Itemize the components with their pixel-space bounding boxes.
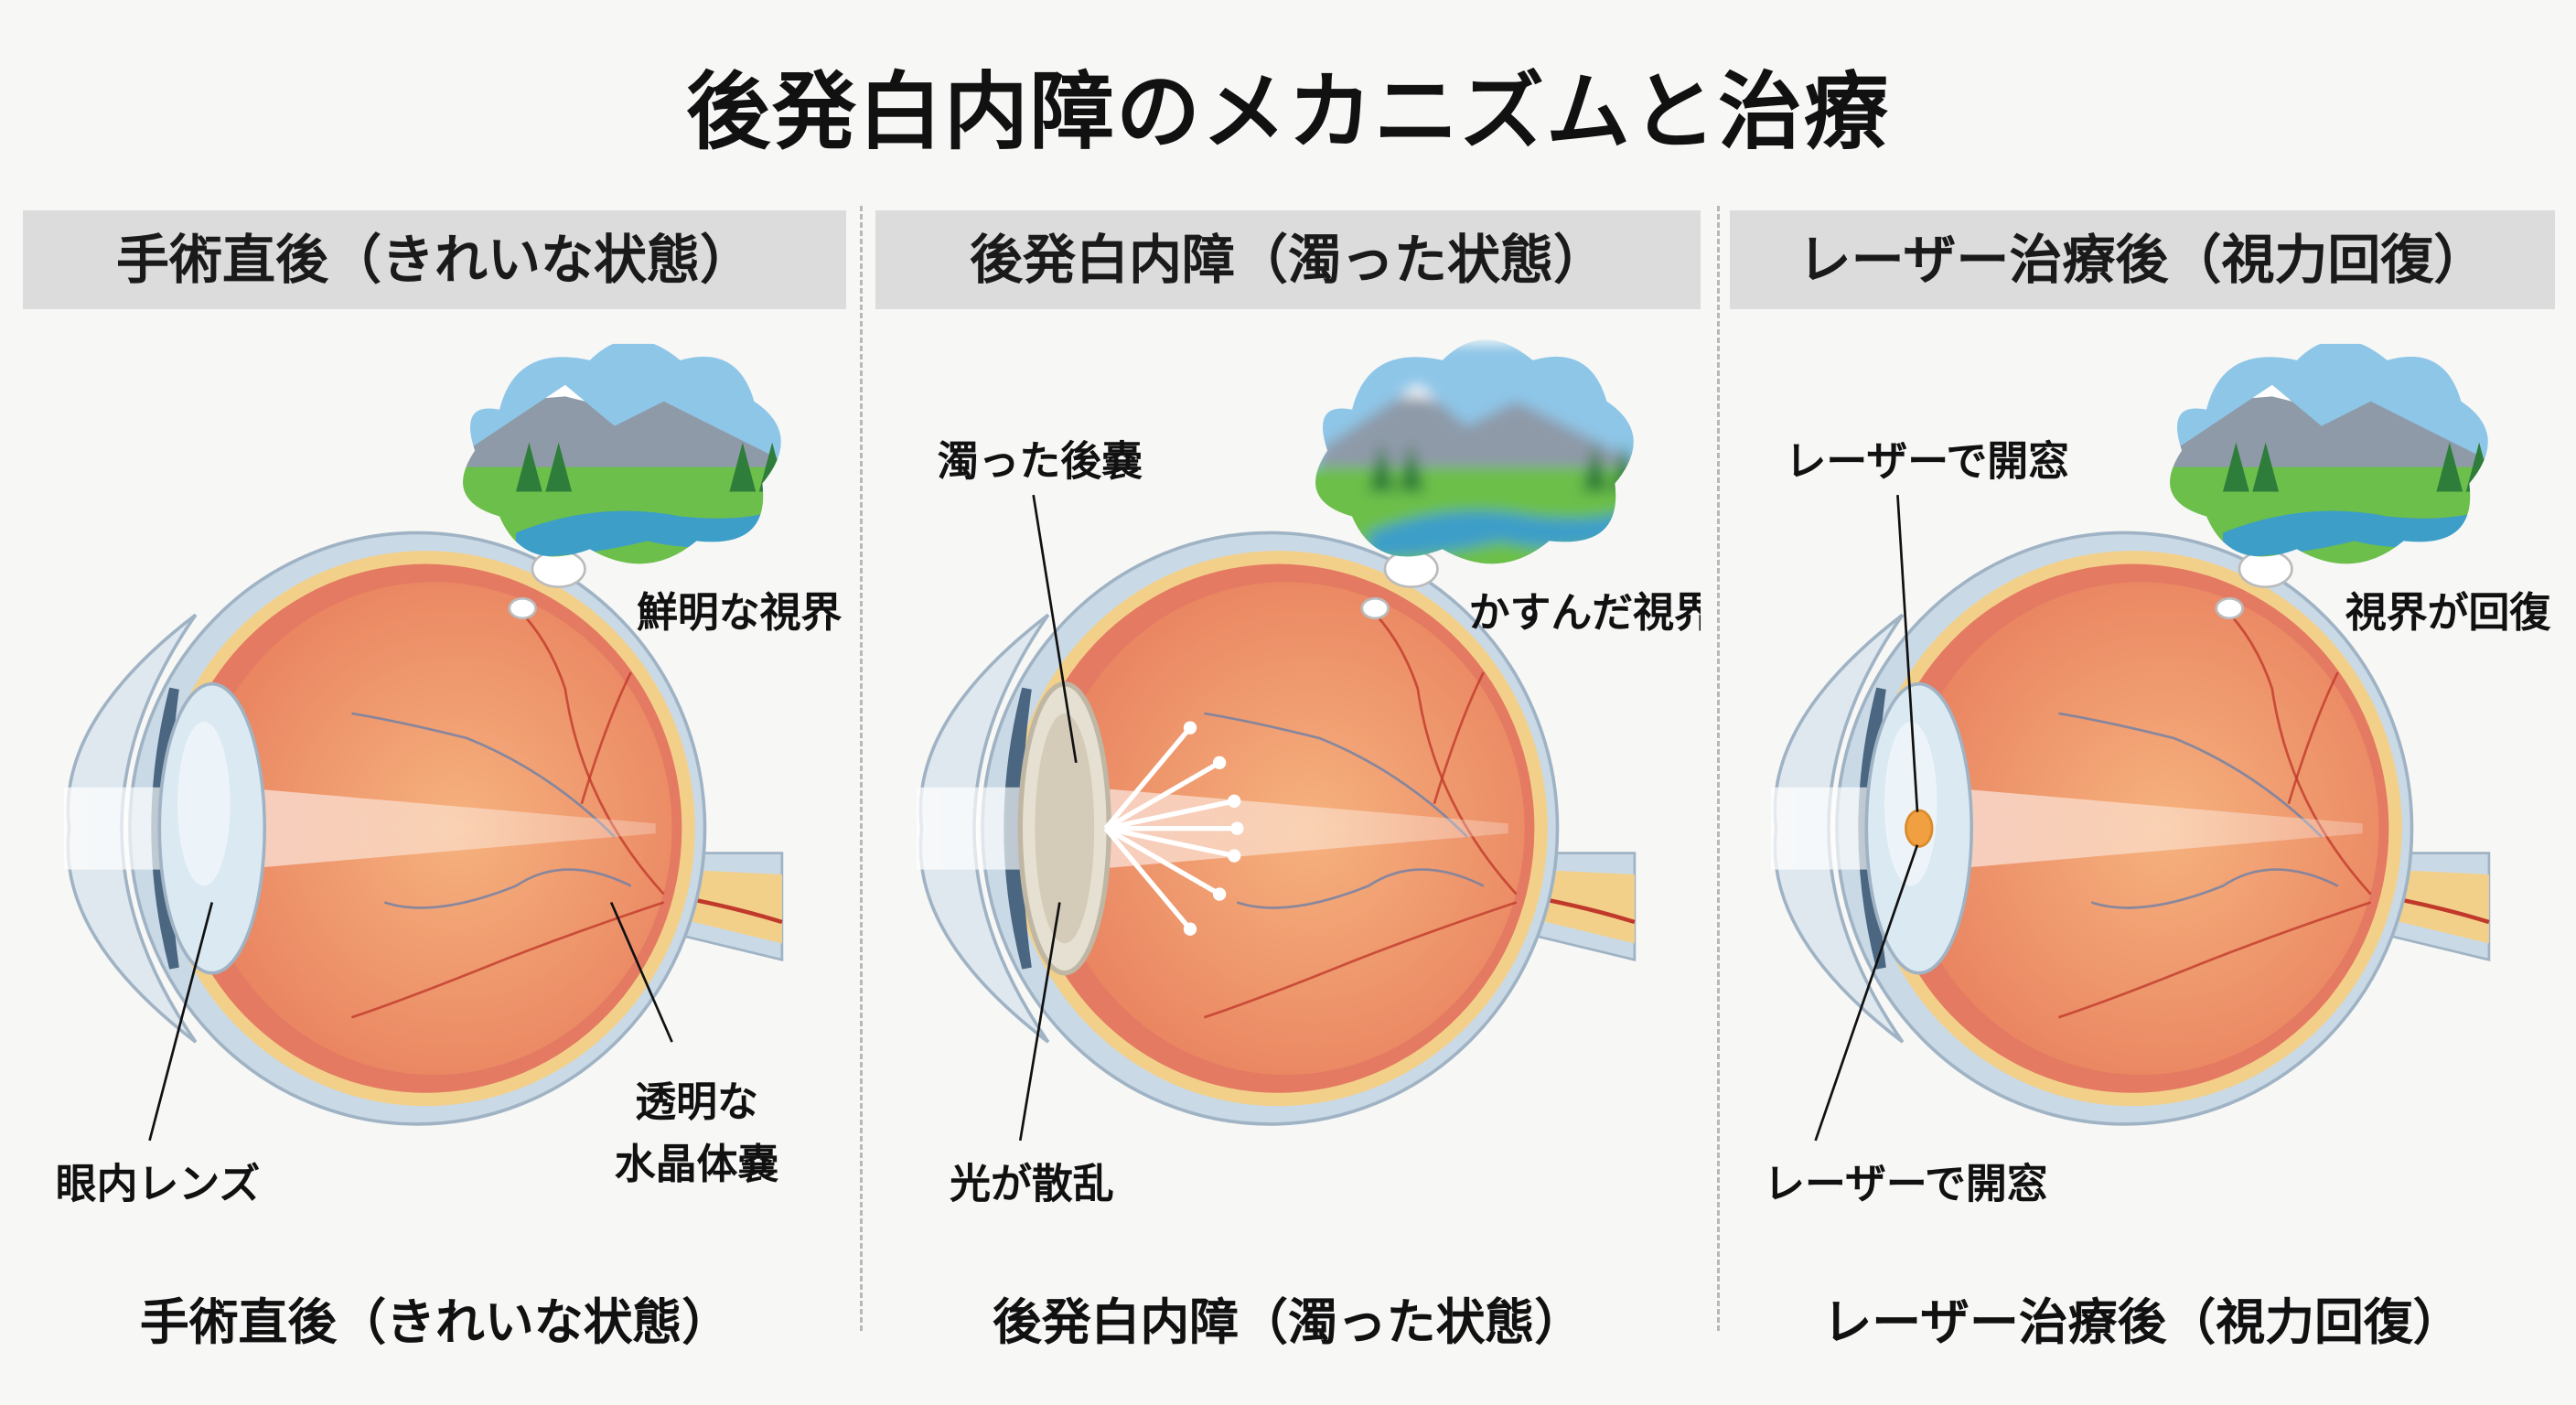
eye-diagram-laser: レーザーで開窓 視界が回復 レーザーで開窓 レーザー治療後（視力回復）: [1764, 343, 2551, 1351]
scatter-arrow-head: [1230, 821, 1244, 835]
cornea: [1773, 613, 1905, 1044]
blood-vessel: [1203, 901, 1518, 1019]
blood-vessel: [1368, 606, 1518, 896]
panel-laser: レーザーで開窓 視界が回復 レーザーで開窓 レーザー治療後（視力回復）: [1730, 311, 2555, 1405]
thought-bubble: [508, 596, 537, 620]
laser-opening-label-bottom: レーザーで開窓: [1764, 1160, 2048, 1208]
scatter-arrow: [1104, 760, 1221, 831]
blood-vessel: [1236, 868, 1485, 909]
scatter-arrow-head: [1183, 922, 1197, 936]
scatter-arrow: [1103, 826, 1193, 931]
iris: [1004, 687, 1032, 970]
scatter-arrow-head: [1228, 794, 1241, 808]
tree: [2436, 442, 2463, 492]
leader-line: [1032, 494, 1078, 764]
blood-vessel: [515, 606, 665, 896]
tree: [545, 442, 573, 492]
scene-content: [463, 343, 781, 564]
panel-header-laser: レーザー治療後（視力回復）: [1730, 210, 2555, 309]
panel-caption: 後発白内障（濁った状態）: [993, 1293, 1583, 1351]
leader-line: [609, 901, 673, 1043]
scatter-arrow: [1103, 725, 1193, 831]
thought-bubble: [1360, 596, 1390, 620]
tree: [1368, 442, 1395, 492]
blood-vessel: [1204, 712, 1468, 838]
cornea: [66, 613, 198, 1044]
blood-vessel: [2222, 606, 2372, 896]
lens-highlight: [177, 721, 231, 886]
iol-label: 眼内レンズ: [56, 1160, 260, 1208]
tree: [2222, 442, 2249, 492]
tree: [1582, 442, 1609, 492]
vision-label: 視界が回復: [2345, 588, 2551, 637]
panel-caption: レーザー治療後（視力回復）: [1822, 1293, 2462, 1351]
mountains: [467, 384, 779, 492]
vision-label: 鮮明な視界: [637, 588, 842, 637]
scatter-label: 光が散乱: [950, 1160, 1114, 1208]
scene-content: [1315, 343, 1634, 564]
scatter-arrow-head: [1212, 756, 1227, 770]
capsule-label-1: 透明な: [635, 1078, 758, 1126]
opacity-spots: [1035, 713, 1095, 944]
tree: [515, 442, 542, 492]
leader-line: [1018, 902, 1061, 1142]
panel-pco: 濁った後嚢 かすんだ視界 光が散乱 後発白内障（濁った状態）: [875, 311, 1701, 1405]
eye-diagram-clear: 鮮明な視界 眼内レンズ 透明な 水晶体嚢 手術直後（きれいな状態）: [56, 343, 843, 1351]
cloudy-capsule-label: 濁った後嚢: [938, 437, 1143, 486]
panel-header-pco: 後発白内障（濁った状態）: [875, 210, 1701, 309]
blood-vessel: [580, 671, 632, 805]
vision-scene: [463, 343, 781, 564]
blood-vessel: [351, 712, 616, 838]
leader-line: [148, 902, 214, 1142]
capsule-label-2: 水晶体嚢: [615, 1140, 779, 1188]
tree: [729, 442, 757, 492]
leader-line: [1896, 495, 1919, 812]
laser-opening-label-top: レーザーで開窓: [1785, 437, 2069, 486]
panel-header-post-surgery: 手術直後（きれいな状態）: [23, 210, 846, 309]
tree: [1398, 442, 1425, 492]
panel-divider: [1717, 206, 1720, 1331]
scatter-arrow-head: [1212, 887, 1227, 901]
vision-label: かすんだ視界: [1469, 588, 1701, 637]
blood-vessel: [2090, 868, 2339, 909]
page-title: 後発白内障のメカニズムと治療: [685, 63, 1890, 161]
blood-vessel: [350, 901, 665, 1019]
blood-vessel: [2287, 671, 2339, 805]
scatter-arrow-head: [1183, 721, 1197, 735]
scatter-arrow: [1105, 799, 1235, 831]
snow-cap: [1398, 384, 1438, 402]
blood-vessel: [383, 868, 632, 909]
thought-bubble: [2215, 596, 2244, 620]
panel-post-surgery: 鮮明な視界 眼内レンズ 透明な 水晶体嚢 手術直後（きれいな状態）: [23, 311, 848, 1405]
cornea: [918, 613, 1050, 1044]
scatter-arrow-head: [1228, 849, 1241, 863]
blood-vessel: [1433, 671, 1485, 805]
panel-caption: 手術直後（きれいな状態）: [140, 1293, 731, 1351]
tree: [2252, 442, 2280, 492]
panel-divider: [860, 206, 863, 1331]
snow-cap: [2252, 384, 2292, 402]
eye-diagram-cloudy: 濁った後嚢 かすんだ視界 光が散乱 後発白内障（濁った状態）: [917, 343, 1701, 1351]
scatter-arrow: [1104, 826, 1221, 896]
scatter-arrow: [1105, 826, 1235, 859]
blood-vessel: [2057, 901, 2372, 1019]
vision-scene: [1315, 343, 1634, 564]
laser-opening: [1905, 809, 1934, 848]
blood-vessel: [2058, 712, 2323, 838]
mountains: [1319, 384, 1632, 492]
mountains: [2174, 384, 2486, 492]
leader-line: [1814, 844, 1919, 1142]
